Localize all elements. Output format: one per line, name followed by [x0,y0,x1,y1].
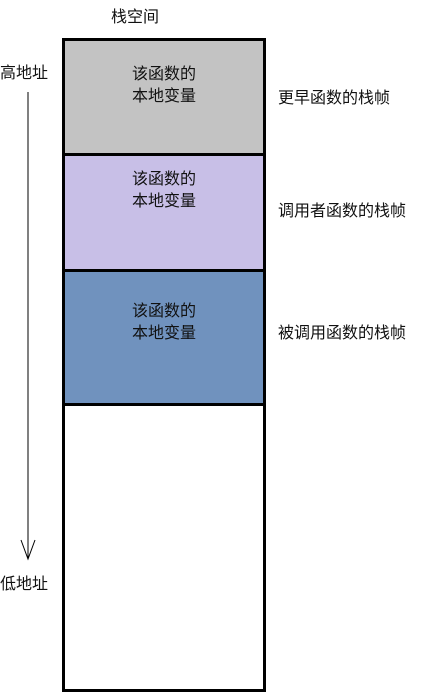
frame-callee-label: 被调用函数的栈帧 [278,323,407,342]
arrow-head [20,539,36,561]
frame-earlier: 该函数的 本地变量 [65,41,263,156]
frame-callee-line2: 本地变量 [131,323,196,342]
frame-caller-line1: 该函数的 [131,169,196,188]
frame-earlier-label: 更早函数的栈帧 [278,88,391,107]
stack-space-box: 该函数的 本地变量 该函数的 本地变量 该函数的 本地变量 [62,38,266,692]
frame-caller: 该函数的 本地变量 [65,156,263,272]
stack-space-title: 栈空间 [111,7,160,26]
high-address-label: 高地址 [0,63,49,82]
frame-earlier-text: 该函数的 本地变量 [65,63,263,107]
frame-caller-text: 该函数的 本地变量 [65,168,263,212]
low-address-label: 低地址 [0,574,49,593]
frame-earlier-line1: 该函数的 [131,64,196,83]
frame-callee-text: 该函数的 本地变量 [65,300,263,344]
frame-earlier-line2: 本地变量 [131,86,196,105]
frame-callee: 该函数的 本地变量 [65,272,263,406]
frame-caller-label: 调用者函数的栈帧 [278,201,407,220]
frame-callee-line1: 该函数的 [131,301,196,320]
growth-direction-arrow [20,92,36,561]
frame-caller-line2: 本地变量 [131,191,196,210]
